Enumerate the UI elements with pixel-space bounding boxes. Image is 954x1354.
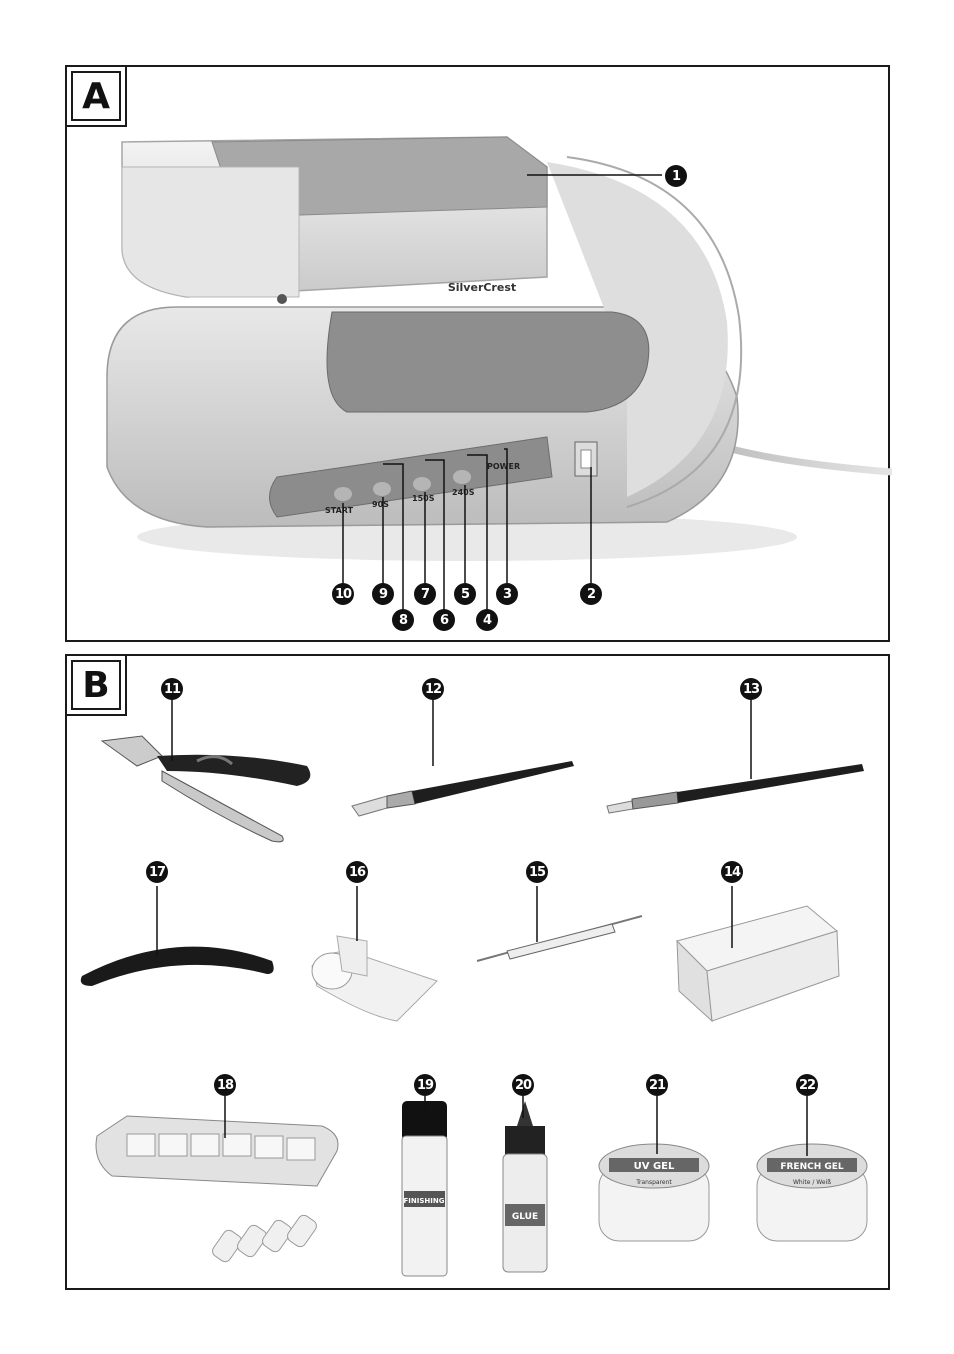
- callout-7: 7: [414, 583, 436, 605]
- power-label: POWER: [487, 462, 520, 471]
- callout-12: 12: [422, 678, 444, 700]
- french-gel-sublabel: White / Weiß: [793, 1179, 831, 1186]
- callout-9: 9: [372, 583, 394, 605]
- gel-brush-angled: [351, 761, 574, 817]
- callout-2: 2: [580, 583, 602, 605]
- indicator-led: [277, 294, 287, 304]
- cellulose-pads: [311, 935, 438, 1022]
- french-gel-label: FRENCH GEL: [780, 1162, 844, 1172]
- 150s-button: [413, 477, 431, 491]
- callout-4: 4: [476, 609, 498, 631]
- start-label: START: [325, 506, 354, 515]
- callout-21: 21: [646, 1074, 668, 1096]
- nail-tip-cutter: [100, 735, 311, 843]
- 240s-label: 240S: [452, 488, 475, 497]
- 90s-label: 90S: [372, 500, 389, 509]
- uv-gel-label: UV GEL: [634, 1161, 675, 1172]
- uv-gel-sublabel: Transparent: [635, 1179, 672, 1186]
- callout-8: 8: [392, 609, 414, 631]
- panel-label-b: B: [65, 654, 127, 716]
- callout-18: 18: [214, 1074, 236, 1096]
- start-button: [334, 487, 352, 501]
- finishing-label: FINISHING: [404, 1197, 445, 1205]
- callout-3: 3: [496, 583, 518, 605]
- nail-tips-box: [95, 1115, 339, 1263]
- callout-15: 15: [526, 861, 548, 883]
- glue-bottle: GLUE: [502, 1101, 548, 1273]
- finishing-liquid-bottle: FINISHING: [401, 1101, 448, 1277]
- panel-letter: B: [71, 660, 121, 710]
- callout-14: 14: [721, 861, 743, 883]
- brand-logo: SilverCrest: [448, 281, 516, 294]
- panel-label-a: A: [65, 65, 127, 127]
- figure-panel-b: B: [65, 654, 890, 1290]
- 90s-button: [373, 482, 391, 496]
- callout-10: 10: [332, 583, 354, 605]
- uv-nail-lamp-illustration: SilverCrest START 90S 150S 240S POWER: [106, 136, 892, 615]
- callout-13: 13: [740, 678, 762, 700]
- nail-file: [80, 946, 274, 986]
- french-gel-jar: FRENCH GEL White / Weiß: [756, 1143, 868, 1242]
- 240s-button: [453, 470, 471, 484]
- callout-20: 20: [512, 1074, 534, 1096]
- callout-17: 17: [146, 861, 168, 883]
- callout-19: 19: [414, 1074, 436, 1096]
- uv-gel-jar: UV GEL Transparent: [598, 1143, 710, 1242]
- nail-art-dotting-tool: [476, 915, 643, 962]
- buffer-block: [676, 905, 840, 1023]
- gel-brush-flat: [606, 764, 864, 814]
- callout-22: 22: [796, 1074, 818, 1096]
- panel-letter: A: [71, 71, 121, 121]
- callout-11: 11: [161, 678, 183, 700]
- figure-panel-a: A SilverCrest: [65, 65, 892, 642]
- hand-opening: [326, 311, 650, 413]
- glue-label: GLUE: [512, 1212, 538, 1222]
- callout-16: 16: [346, 861, 368, 883]
- accessories-illustration: FINISHING GLUE UV GEL Transparent FRENCH…: [80, 698, 868, 1277]
- control-buttons: [334, 470, 471, 501]
- callout-5: 5: [454, 583, 476, 605]
- callout-1: 1: [665, 165, 687, 187]
- 150s-label: 150S: [412, 494, 435, 503]
- callout-6: 6: [433, 609, 455, 631]
